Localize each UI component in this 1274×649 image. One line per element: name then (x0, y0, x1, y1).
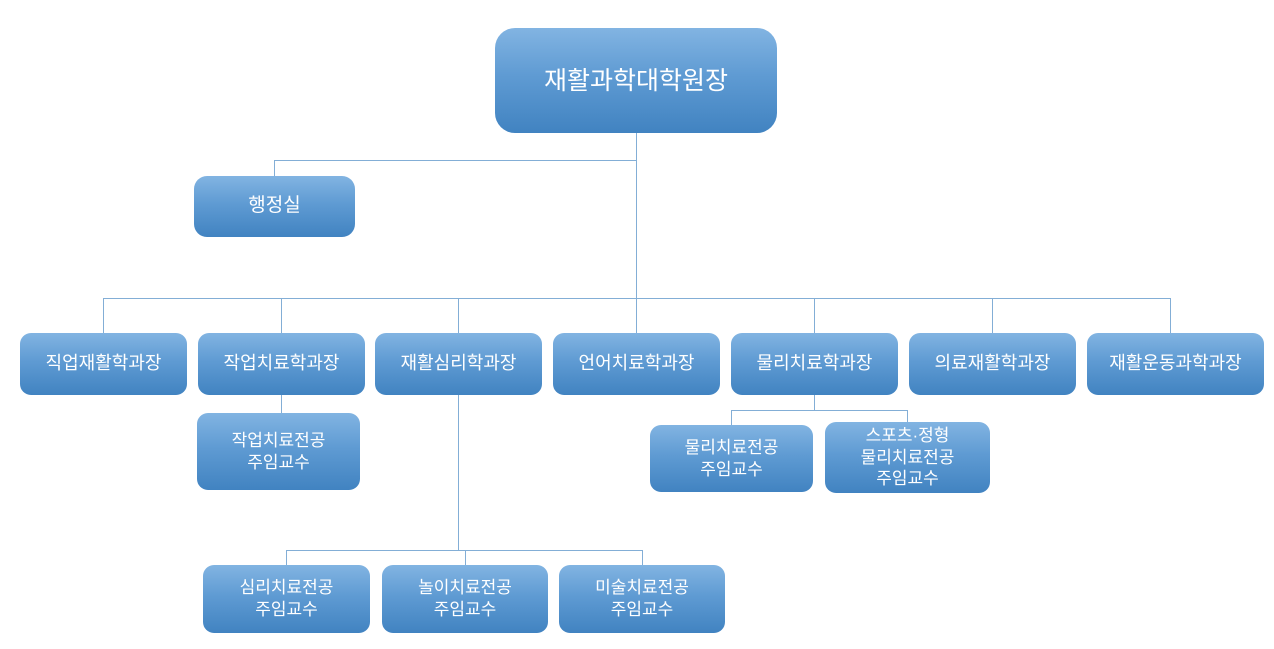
node-dept-physical-therapy: 물리치료학과장 (731, 333, 898, 395)
node-admin-office: 행정실 (194, 176, 355, 237)
connector-line (286, 550, 287, 565)
connector-line (636, 133, 637, 333)
connector-line (907, 410, 908, 422)
chief-label: 미술치료전공 주임교수 (595, 578, 689, 619)
chief-label: 심리치료전공 주임교수 (239, 578, 334, 619)
dept-label: 직업재활학과장 (45, 353, 162, 374)
dept-label: 물리치료학과장 (756, 353, 873, 374)
node-psychotherapy-chief-professor: 심리치료전공 주임교수 (203, 565, 370, 633)
connector-line (103, 298, 1171, 299)
node-dept-medical-rehabilitation: 의료재활학과장 (909, 333, 1076, 395)
node-dept-rehab-psychology: 재활심리학과장 (375, 333, 542, 395)
node-pt-sports-ortho-chief-professor: 스포츠·정형 물리치료전공 주임교수 (825, 422, 990, 493)
connector-line (642, 550, 643, 565)
node-dept-rehab-exercise-science: 재활운동과학과장 (1087, 333, 1264, 395)
connector-line (814, 395, 815, 410)
connector-line (814, 298, 815, 333)
connector-line (458, 298, 459, 333)
connector-line (281, 395, 282, 413)
node-dean: 재활과학대학원장 (495, 28, 777, 133)
connector-line (103, 298, 104, 333)
connector-line (274, 160, 275, 176)
connector-line (731, 410, 908, 411)
chief-label: 작업치료전공 주임교수 (231, 430, 326, 472)
dept-label: 작업치료학과장 (223, 353, 340, 374)
node-dept-occupational-therapy: 작업치료학과장 (198, 333, 365, 395)
connector-line (992, 298, 993, 333)
chief-label: 물리치료전공 주임교수 (684, 437, 779, 479)
node-dept-speech-therapy: 언어치료학과장 (553, 333, 720, 395)
dept-label: 재활운동과학과장 (1109, 353, 1242, 374)
connector-line (274, 160, 636, 161)
node-art-therapy-chief-professor: 미술치료전공 주임교수 (559, 565, 725, 633)
chief-label: 놀이치료전공 주임교수 (418, 578, 512, 619)
node-dept-vocational-rehabilitation: 직업재활학과장 (20, 333, 187, 395)
connector-line (1170, 298, 1171, 333)
dept-label: 언어치료학과장 (578, 353, 695, 374)
dept-label: 재활심리학과장 (400, 353, 517, 374)
node-dean-label: 재활과학대학원장 (543, 66, 728, 95)
node-admin-office-label: 행정실 (248, 195, 301, 217)
node-pt-chief-professor: 물리치료전공 주임교수 (650, 425, 813, 492)
node-ot-chief-professor: 작업치료전공 주임교수 (197, 413, 360, 490)
chief-label: 스포츠·정형 물리치료전공 주임교수 (860, 425, 955, 489)
connector-line (458, 395, 459, 550)
connector-line (731, 410, 732, 425)
connector-line (281, 298, 282, 333)
connector-line (465, 550, 466, 565)
node-play-therapy-chief-professor: 놀이치료전공 주임교수 (382, 565, 548, 633)
connector-line (286, 550, 642, 551)
dept-label: 의료재활학과장 (934, 353, 1051, 374)
